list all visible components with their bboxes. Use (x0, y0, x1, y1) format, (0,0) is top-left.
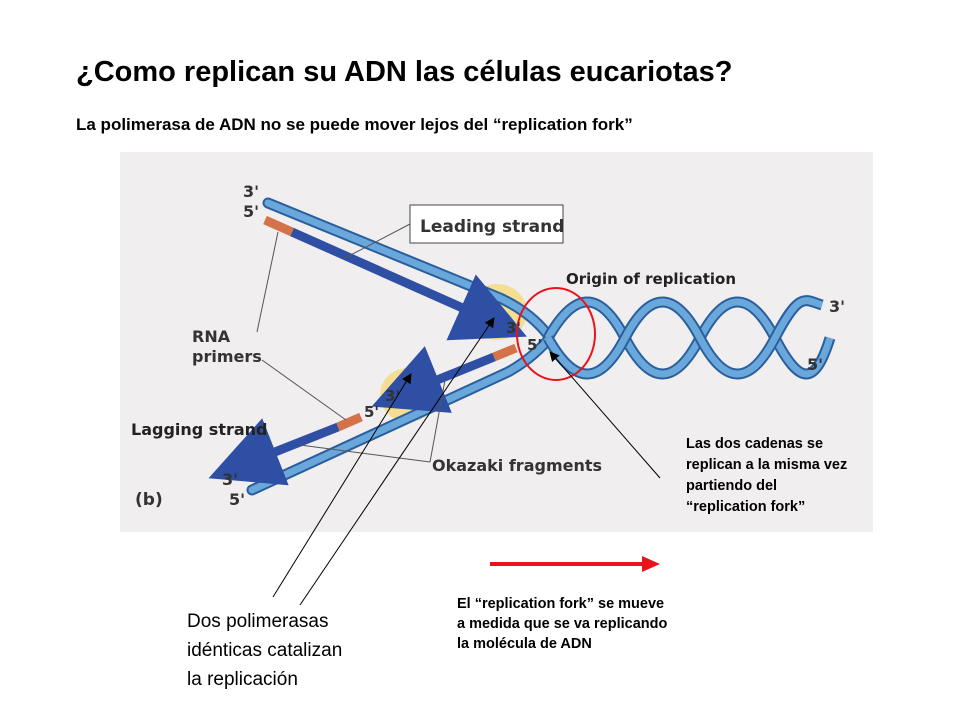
okazaki-label: Okazaki fragments (432, 456, 602, 475)
end-top-5: 5' (243, 202, 259, 221)
double-helix (543, 295, 836, 380)
lagging-strand-label: Lagging strand (131, 420, 268, 439)
polymerase-note-line: la replicación (187, 669, 298, 690)
rna-primers-label-1: RNA (192, 327, 231, 346)
leading-strand-label: Leading strand (420, 217, 564, 237)
leading-strand-box (409, 204, 564, 244)
polymerase-note-line: idénticas catalizan (187, 640, 343, 661)
origin-label: Origin of replication (566, 270, 736, 288)
fork-note-line: Las dos cadenas se (686, 436, 824, 452)
polymerase-note: Dos polimerasas idénticas catalizan la r… (187, 607, 342, 694)
lag-3: 3' (385, 387, 400, 405)
leading-strand-new (290, 227, 527, 341)
lag-5: 5' (364, 403, 379, 421)
fork-moves-note-line: a medida que se va replicando (457, 616, 668, 632)
origin-circle (516, 287, 596, 381)
arrow-fork-note (549, 351, 661, 479)
fork-moves-note-line: la molécula de ADN (457, 636, 592, 652)
page-subtitle: La polimerasa de ADN no se puede mover l… (76, 115, 633, 134)
leader-primer-1 (256, 231, 279, 333)
mid-3: 3' (506, 319, 521, 337)
fork-note-line: “replication fork” (686, 499, 806, 515)
leader-leading (344, 223, 411, 259)
panel-label: (b) (135, 490, 163, 510)
mid-5: 5' (527, 336, 542, 354)
rna-primers-label-2: primers (192, 347, 262, 366)
end-bottom-3: 3' (222, 470, 238, 489)
okazaki-fragment-2 (208, 418, 340, 486)
primer-leading (263, 215, 294, 237)
primer-lagging-1 (492, 343, 518, 362)
arrow-polymerase-2 (299, 317, 495, 606)
leader-primer-2 (261, 359, 347, 421)
leader-okazaki-1 (299, 444, 431, 463)
fork-moves-note: El “replication fork” se mueve a medida … (457, 594, 667, 654)
okazaki-fragment-1 (371, 346, 496, 413)
fork-note-line: replican a la misma vez (686, 457, 848, 473)
end-right-5: 5' (807, 355, 823, 374)
polymerase-note-line: Dos polimerasas (187, 611, 329, 632)
fork-direction-arrowhead (642, 556, 660, 572)
fork-note: Las dos cadenas se replican a la misma v… (686, 434, 847, 518)
fork-moves-note-line: El “replication fork” se mueve (457, 596, 665, 612)
end-bottom-5: 5' (229, 490, 245, 509)
end-right-3: 3' (829, 297, 845, 316)
arrow-polymerase-1 (272, 373, 412, 598)
fork-note-line: partiendo del (686, 478, 778, 494)
primer-lagging-2 (336, 412, 363, 432)
end-top-3: 3' (243, 182, 259, 201)
page-title: ¿Como replican su ADN las células eucari… (76, 56, 733, 88)
